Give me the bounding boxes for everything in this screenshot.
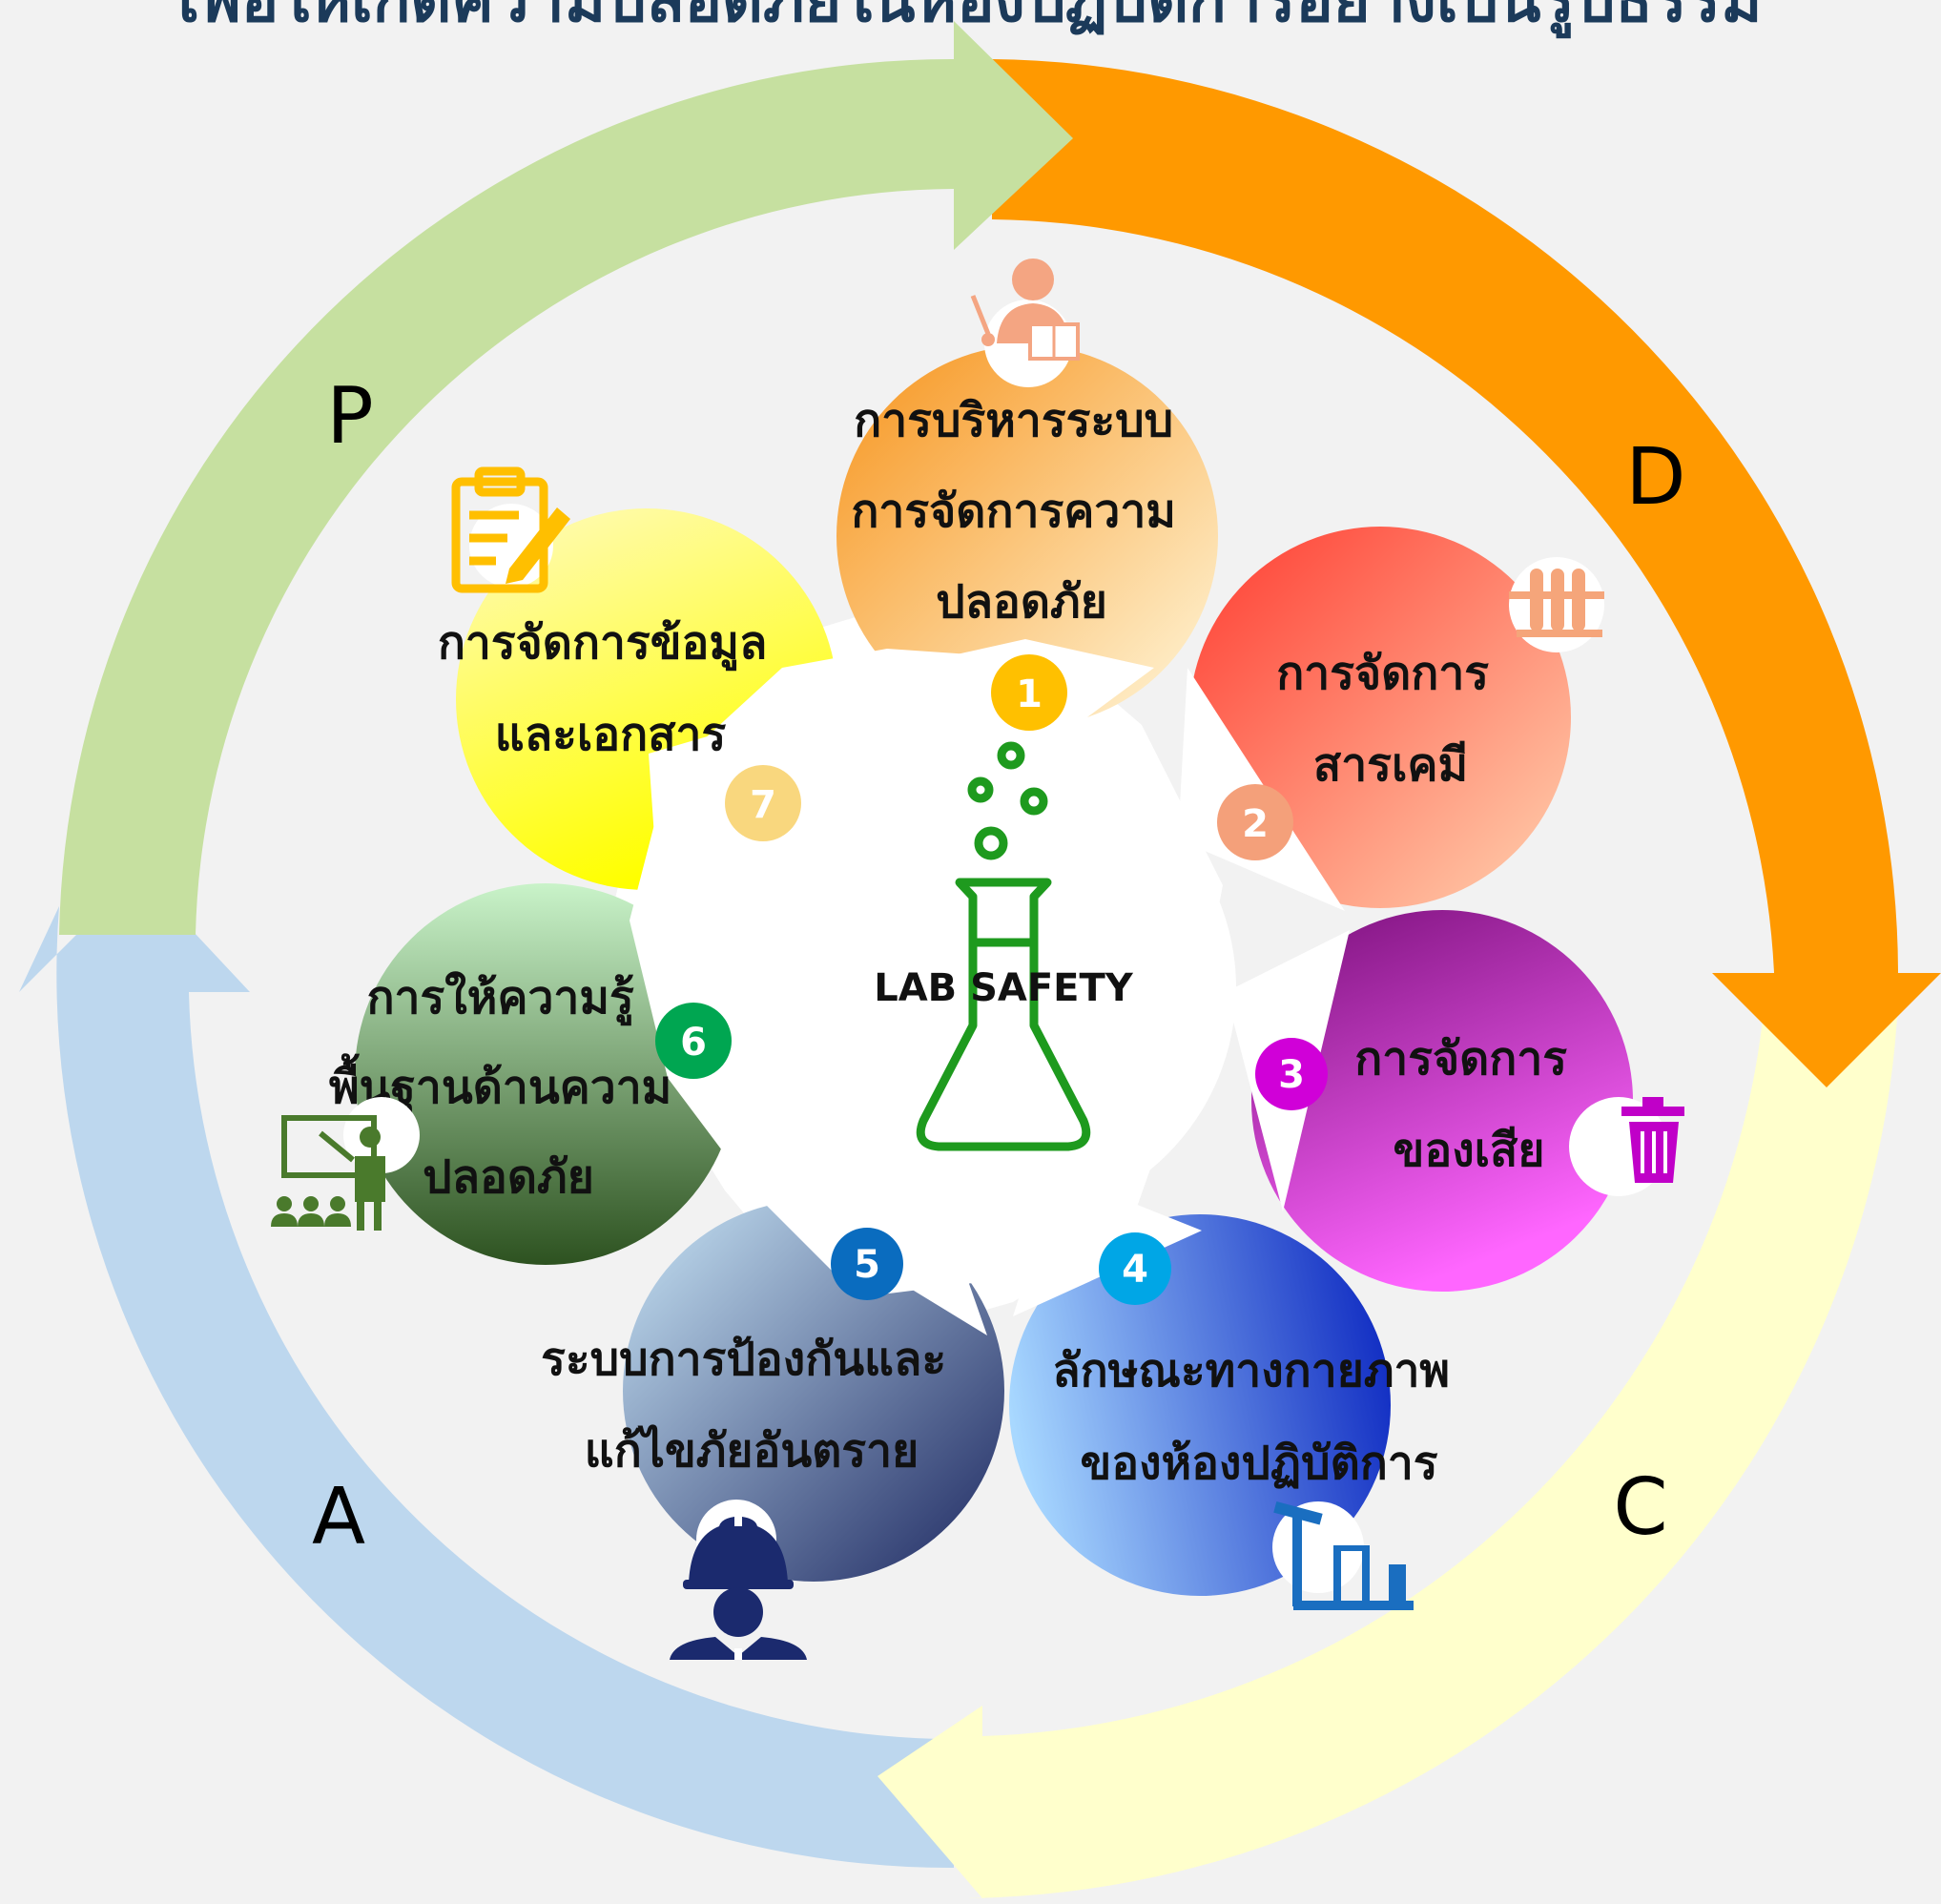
center-label: LAB SAFETY [874,966,1134,1010]
teacher-icon [970,259,1080,387]
badge-2: 2 [1217,784,1293,860]
badge-1-number: 1 [1016,673,1043,716]
badge-2-number: 2 [1242,802,1269,846]
center-circle [767,754,1236,1223]
arrow-check [878,1002,1898,1899]
test-tubes-icon [1509,557,1604,652]
badge-3: 3 [1255,1038,1328,1110]
badge-1: 1 [991,654,1067,731]
badge-3-number: 3 [1278,1053,1305,1097]
pump-jack-icon [1272,1500,1414,1610]
badge-5: 5 [831,1228,903,1300]
label-4: ลักษณะทางกายภาพ ของห้องปฏิบัติการ [1052,1344,1466,1490]
label-7: การจัดการข้อมูล และเอกสาร [438,616,783,761]
flask-icon [916,741,1091,1151]
badge-4-number: 4 [1122,1248,1148,1292]
label-6: การให้ความรู้ พื้นฐานด้านความ ปลอดภัย [329,970,688,1204]
cycle-label-d: D [1625,432,1685,523]
page-title: เพื่อให้เกิดความปลอดภัยในห้องปฏิบัติการอ… [178,0,1763,39]
clipboard-icon [451,466,570,593]
cycle-label-p: P [326,371,373,462]
arrow-do [992,59,1941,1087]
presentation-icon [271,1097,420,1231]
cycle-label-c: C [1613,1462,1667,1553]
badge-5-number: 5 [854,1243,880,1287]
arrow-act [19,873,954,1869]
firefighter-icon [670,1500,807,1660]
badge-6: 6 [655,1003,732,1079]
badge-6-number: 6 [680,1021,707,1065]
pdca-cycle: P D C A [19,21,1941,1899]
label-2: การจัดการ สารเคมี [1276,647,1505,792]
badge-4: 4 [1099,1232,1171,1305]
arrow-plan [59,21,1073,935]
badges: 1 2 3 4 5 6 7 [655,654,1328,1305]
cycle-label-a: A [312,1472,365,1563]
trash-icon [1569,1097,1684,1196]
petal-labels: การบริหารระบบ การจัดการความ ปลอดภัย การจ… [329,394,1583,1490]
label-3: การจัดการ ของเสีย [1354,1032,1583,1177]
badge-7: 7 [725,765,801,841]
badge-7-number: 7 [750,783,776,827]
label-1: การบริหารระบบ การจัดการความ ปลอดภัย [851,394,1191,629]
label-5: ระบบการป้องกันและ แก้ไขภัยอันตราย [541,1333,962,1478]
